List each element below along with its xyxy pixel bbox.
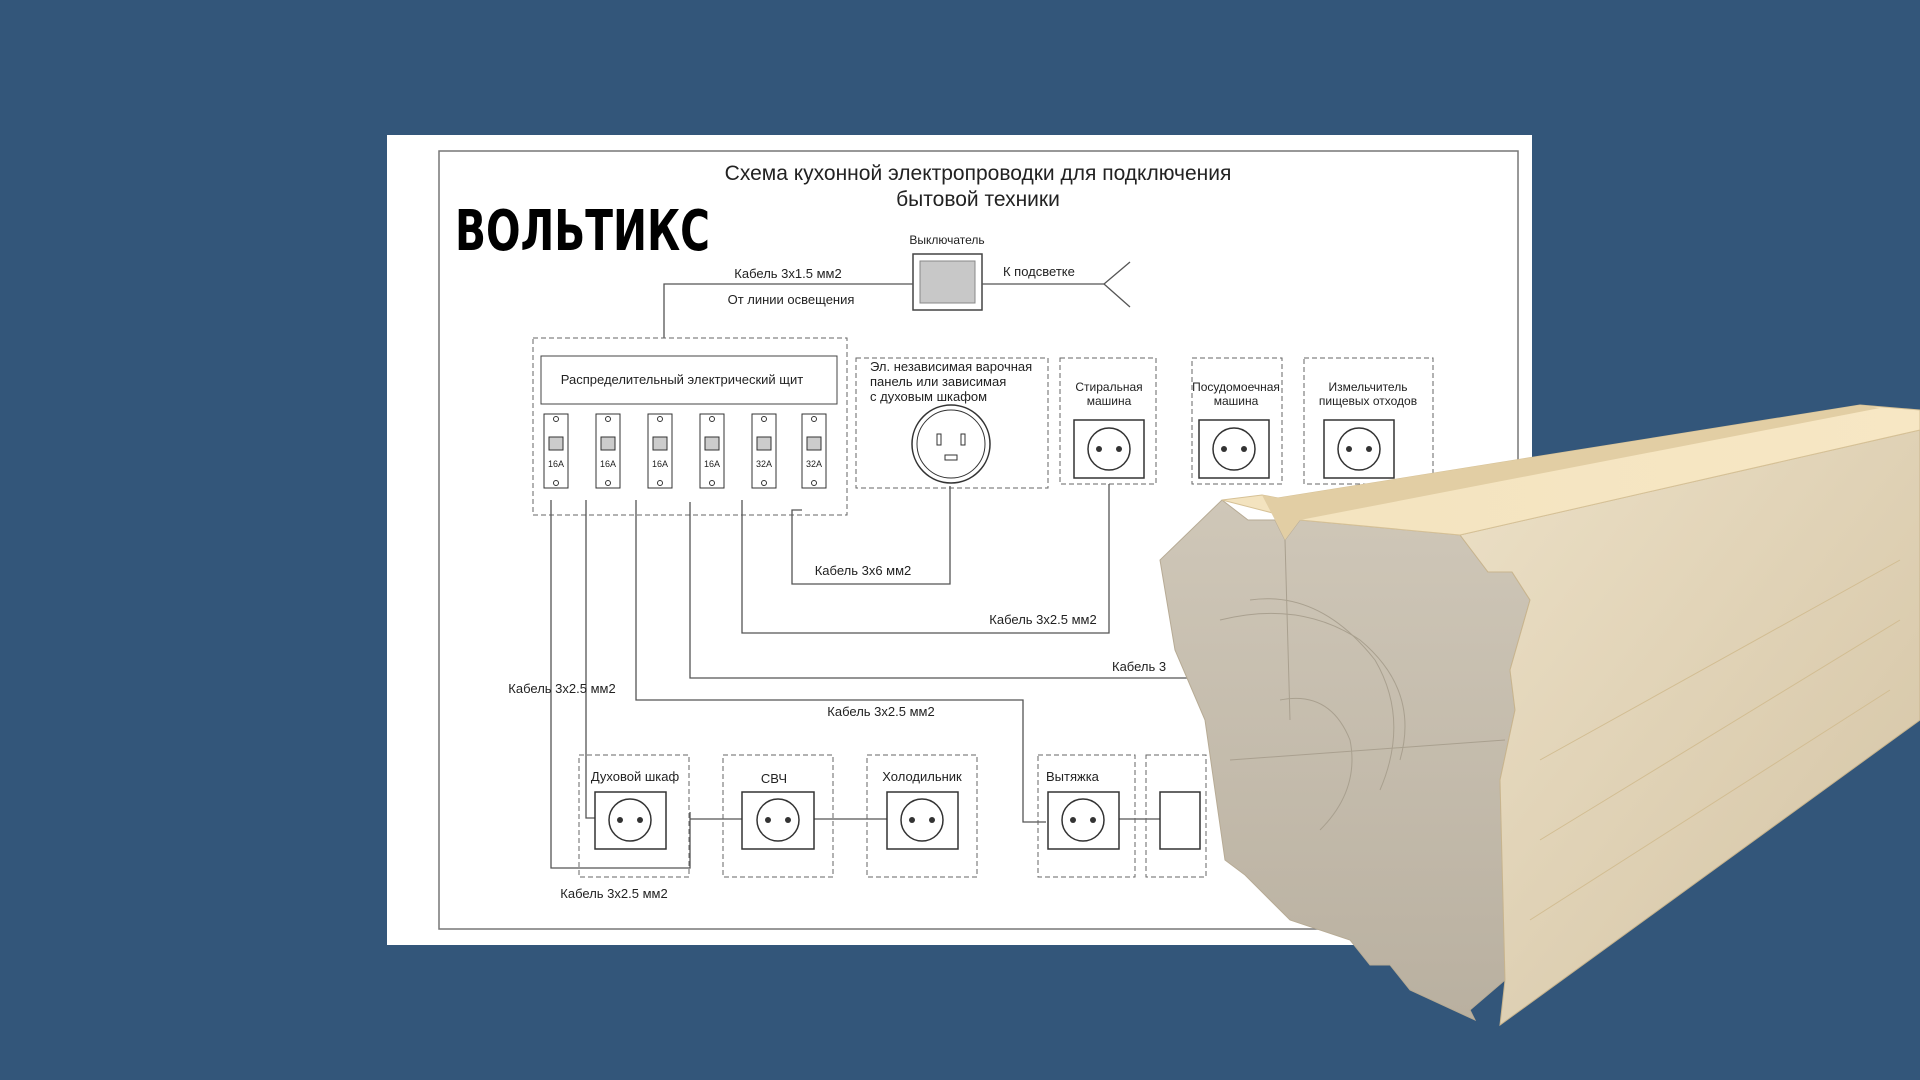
hob-label-line1: Эл. независимая варочная xyxy=(870,359,1032,374)
breaker: 32А xyxy=(751,413,777,489)
cable-long-label: Кабель 3 xyxy=(1112,659,1166,674)
cable-hob-label: Кабель 3х6 мм2 xyxy=(815,563,912,578)
disposer-label-line1: Измельчитель xyxy=(1329,380,1408,394)
oven-socket-icon xyxy=(594,791,667,850)
oven-label: Духовой шкаф xyxy=(591,769,680,784)
breaker: 16А xyxy=(699,413,725,489)
extra-appliance-box xyxy=(1145,754,1207,878)
washer-box xyxy=(1059,357,1157,485)
from-lighting-label: От линии освещения xyxy=(728,292,855,307)
breaker: 32А xyxy=(801,413,827,489)
panel-label: Распределительный электрический щит xyxy=(561,372,804,387)
dishwasher-box xyxy=(1191,357,1283,485)
breaker-rating: 16А xyxy=(548,459,564,469)
fridge-label: Холодильник xyxy=(882,769,962,784)
hood-socket-icon xyxy=(1047,791,1120,850)
oven-box xyxy=(578,754,690,878)
breaker-rating: 32А xyxy=(756,459,772,469)
hood-label: Вытяжка xyxy=(1046,769,1100,784)
diagram-title-line1: Схема кухонной электропроводки для подкл… xyxy=(725,162,1232,185)
washer-socket-icon xyxy=(1073,419,1145,479)
hob-socket-icon xyxy=(911,404,991,484)
breaker: 16А xyxy=(543,413,569,489)
disposer-socket-icon xyxy=(1323,419,1395,479)
diagram-title-line2: бытовой техники xyxy=(896,188,1060,211)
washer-label-line1: Стиральная xyxy=(1075,380,1142,394)
switch-label: Выключатель xyxy=(909,233,984,247)
cable-lower-label: Кабель 3х2.5 мм2 xyxy=(827,704,934,719)
fridge-socket-icon xyxy=(886,791,959,850)
cable-mid-label: Кабель 3х2.5 мм2 xyxy=(989,612,1096,627)
breaker-rating: 32А xyxy=(806,459,822,469)
to-lighting-label: К подсветке xyxy=(1003,264,1075,279)
breaker-rating: 16А xyxy=(704,459,720,469)
breaker-rating: 16А xyxy=(652,459,668,469)
microwave-box xyxy=(722,754,834,878)
fridge-box xyxy=(866,754,978,878)
hob-box xyxy=(855,357,1049,489)
breaker: 16А xyxy=(595,413,621,489)
panel-label-box xyxy=(540,355,838,405)
hob-label-line2: панель или зависимая xyxy=(870,374,1006,389)
dishwasher-socket-icon xyxy=(1198,419,1270,479)
extra-socket-icon xyxy=(1159,791,1201,850)
cable-top-label: Кабель 3х1.5 мм2 xyxy=(734,266,841,281)
hood-box xyxy=(1037,754,1136,878)
disposer-box xyxy=(1303,357,1434,485)
wiring xyxy=(550,484,1250,869)
cable-bottom-label: Кабель 3х2.5 мм2 xyxy=(560,886,667,901)
breaker: 16А xyxy=(647,413,673,489)
microwave-socket-icon xyxy=(741,791,815,850)
switch-wiring xyxy=(663,261,1131,338)
washer-label-line2: машина xyxy=(1087,394,1132,408)
brand-logo: ВОЛЬТИКС xyxy=(455,199,710,264)
dishwasher-label-line2: машина xyxy=(1214,394,1259,408)
hob-label-line3: с духовым шкафом xyxy=(870,389,987,404)
dishwasher-label-line1: Посудомоечная xyxy=(1192,380,1280,394)
cable-left-label: Кабель 3х2.5 мм2 xyxy=(508,681,615,696)
timber-beam-image xyxy=(1159,404,1920,1027)
breaker-rating: 16А xyxy=(600,459,616,469)
microwave-label: СВЧ xyxy=(761,771,787,786)
disposer-label-line2: пищевых отходов xyxy=(1319,394,1417,408)
light-switch xyxy=(912,253,983,311)
